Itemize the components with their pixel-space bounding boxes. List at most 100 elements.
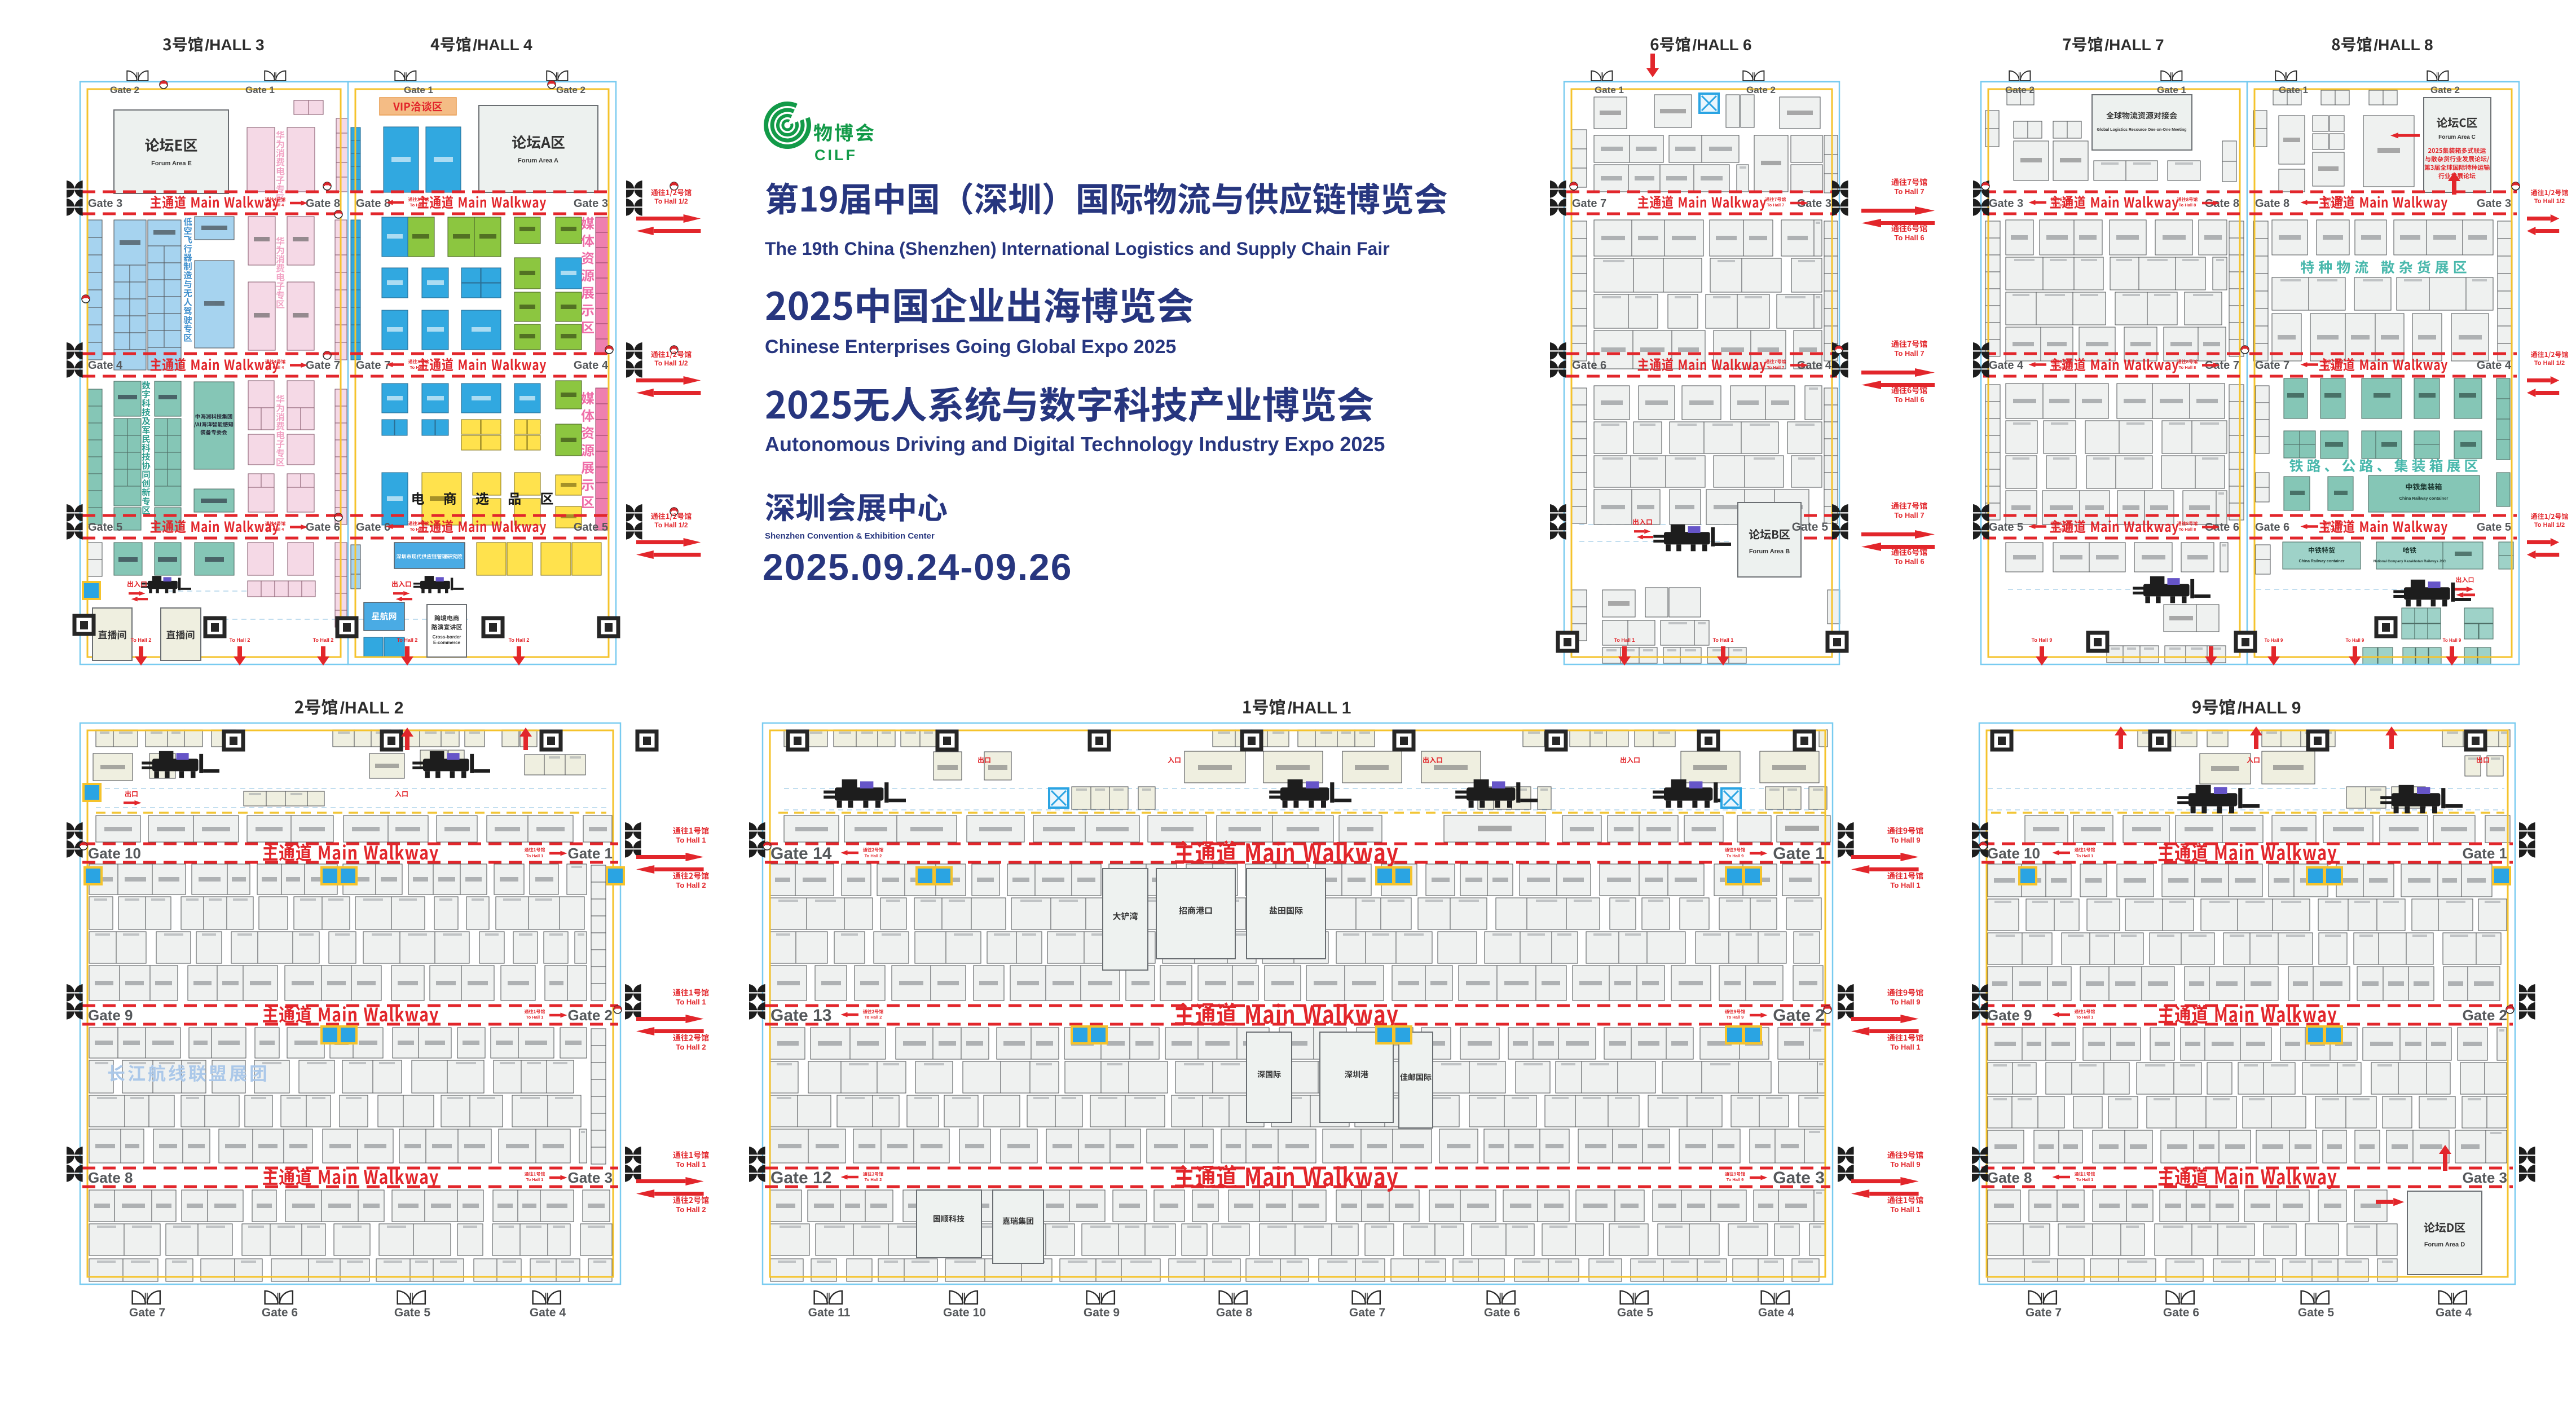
svg-text:Gate 4: Gate 4 xyxy=(1797,359,1832,372)
svg-text:Gate 4: Gate 4 xyxy=(1758,1306,1795,1319)
svg-text:To Hall 1: To Hall 1 xyxy=(676,998,706,1006)
svg-text:To Hall 7: To Hall 7 xyxy=(2324,527,2342,532)
svg-text:To Hall 6: To Hall 6 xyxy=(2053,202,2070,208)
svg-text:Gate 1: Gate 1 xyxy=(2463,845,2508,862)
svg-text:To Hall 1: To Hall 1 xyxy=(2076,853,2094,858)
svg-text:Gate 9: Gate 9 xyxy=(88,1007,133,1024)
svg-text:Gate 5: Gate 5 xyxy=(574,521,608,534)
svg-text:Gate 4: Gate 4 xyxy=(574,359,609,372)
svg-text:To Hall 9: To Hall 9 xyxy=(2032,637,2053,643)
svg-text:Gate 9: Gate 9 xyxy=(1987,1007,2032,1024)
svg-text:Gate 6: Gate 6 xyxy=(356,521,390,534)
svg-text:To Hall 1: To Hall 1 xyxy=(1890,1043,1920,1051)
svg-text:To Hall 2: To Hall 2 xyxy=(676,881,706,889)
svg-text:Gate 6: Gate 6 xyxy=(306,521,340,534)
svg-text:Forum Area E: Forum Area E xyxy=(151,160,192,167)
svg-text:To Hall 8: To Hall 8 xyxy=(2179,365,2196,370)
svg-text:Gate 6: Gate 6 xyxy=(2255,521,2289,534)
svg-text:To Hall 7: To Hall 7 xyxy=(1767,202,1785,208)
svg-text:To Hall 7: To Hall 7 xyxy=(2324,202,2342,208)
svg-text:Gate 5: Gate 5 xyxy=(2298,1306,2335,1319)
svg-text:To Hall 1: To Hall 1 xyxy=(1713,637,1734,643)
svg-text:To Hall 1/2: To Hall 1/2 xyxy=(2534,522,2565,528)
svg-text:To Hall 9: To Hall 9 xyxy=(1727,853,1744,858)
svg-text:To Hall 1/2: To Hall 1/2 xyxy=(2534,198,2565,205)
svg-text:Chinese Enterprises Going Glob: Chinese Enterprises Going Global Expo 20… xyxy=(765,336,1176,358)
svg-text:Gate 2: Gate 2 xyxy=(2463,1007,2508,1024)
svg-text:Gate 4: Gate 4 xyxy=(1989,359,2024,372)
svg-text:Gate 2: Gate 2 xyxy=(2005,85,2035,95)
svg-text:CILF: CILF xyxy=(814,147,857,164)
svg-text:To Hall 1: To Hall 1 xyxy=(526,853,544,858)
svg-text:To Hall 1: To Hall 1 xyxy=(676,836,706,844)
svg-text:E-commerce: E-commerce xyxy=(433,640,461,645)
svg-text:/HALL 6: /HALL 6 xyxy=(1692,36,1751,54)
svg-text:To Hall 7: To Hall 7 xyxy=(2324,365,2342,370)
svg-text:Cross-border: Cross-border xyxy=(433,634,461,640)
svg-text:To Hall 1/2: To Hall 1/2 xyxy=(654,359,688,367)
svg-text:Gate 13: Gate 13 xyxy=(770,1006,831,1025)
svg-text:Gate 1: Gate 1 xyxy=(245,85,275,95)
svg-text:Gate 3: Gate 3 xyxy=(1797,197,1831,210)
svg-text:To Hall 9: To Hall 9 xyxy=(2443,638,2461,643)
svg-text:Gate 2: Gate 2 xyxy=(568,1007,613,1024)
svg-text:China Railway container: China Railway container xyxy=(2299,559,2345,563)
svg-text:To Hall 4: To Hall 4 xyxy=(267,527,285,532)
svg-text:To Hall 3: To Hall 3 xyxy=(410,527,428,532)
svg-text:Gate 3: Gate 3 xyxy=(88,197,122,210)
svg-text:2025.09.24-09.26: 2025.09.24-09.26 xyxy=(763,546,1072,588)
svg-text:Gate 5: Gate 5 xyxy=(394,1306,431,1319)
svg-text:To Hall 7: To Hall 7 xyxy=(1767,365,1785,370)
svg-text:Gate 8: Gate 8 xyxy=(2255,197,2289,210)
svg-text:Gate 3: Gate 3 xyxy=(2477,197,2511,210)
svg-text:To Hall 1: To Hall 1 xyxy=(2076,1177,2094,1182)
svg-text:To Hall 1: To Hall 1 xyxy=(526,1177,544,1182)
svg-text:/HALL 9: /HALL 9 xyxy=(2238,699,2301,717)
svg-text:To Hall 1/2: To Hall 1/2 xyxy=(654,197,688,205)
svg-text:The 19th China (Shenzhen) Inte: The 19th China (Shenzhen) International … xyxy=(765,239,1390,259)
svg-text:Gate 4: Gate 4 xyxy=(2436,1306,2472,1319)
svg-text:To Hall 2: To Hall 2 xyxy=(676,1043,706,1051)
svg-text:Gate 10: Gate 10 xyxy=(943,1306,986,1319)
svg-text:Gate 7: Gate 7 xyxy=(2255,359,2289,372)
svg-text:Forum Area C: Forum Area C xyxy=(2438,134,2476,140)
svg-text:Gate 8: Gate 8 xyxy=(1216,1306,1253,1319)
svg-text:Gate 2: Gate 2 xyxy=(1746,85,1776,95)
svg-text:To Hall 1/2: To Hall 1/2 xyxy=(654,521,688,529)
svg-text:Gate 12: Gate 12 xyxy=(770,1169,831,1187)
svg-text:Gate 7: Gate 7 xyxy=(2205,359,2239,372)
svg-text:To Hall 2: To Hall 2 xyxy=(676,1205,706,1214)
svg-text:To Hall 2: To Hall 2 xyxy=(509,637,530,643)
svg-text:To Hall 6: To Hall 6 xyxy=(1894,395,1924,404)
svg-text:Gate 2: Gate 2 xyxy=(2430,85,2460,95)
svg-text:Gate 1: Gate 1 xyxy=(404,85,433,95)
svg-text:Gate 4: Gate 4 xyxy=(2477,359,2512,372)
svg-text:Gate 2: Gate 2 xyxy=(110,85,139,95)
svg-text:To Hall 9: To Hall 9 xyxy=(2265,638,2283,643)
svg-text:Gate 6: Gate 6 xyxy=(262,1306,298,1319)
svg-text:To Hall 1: To Hall 1 xyxy=(676,1160,706,1169)
svg-text:Gate 3: Gate 3 xyxy=(2463,1169,2508,1186)
svg-text:To Hall 9: To Hall 9 xyxy=(1890,998,1920,1006)
svg-text:Forum Area B: Forum Area B xyxy=(1749,548,1790,555)
svg-text:To Hall 9: To Hall 9 xyxy=(2346,638,2364,643)
svg-text:Gate 3: Gate 3 xyxy=(1773,1169,1825,1187)
svg-text:To Hall 6: To Hall 6 xyxy=(1894,557,1924,566)
svg-text:To Hall 2: To Hall 2 xyxy=(865,1015,882,1020)
svg-text:Autonomous Driving and Digital: Autonomous Driving and Digital Technolog… xyxy=(765,433,1385,456)
svg-text:/HALL 7: /HALL 7 xyxy=(2104,36,2164,54)
svg-text:Gate 2: Gate 2 xyxy=(556,85,585,95)
svg-text:Forum Area D: Forum Area D xyxy=(2424,1241,2465,1248)
svg-text:Gate 5: Gate 5 xyxy=(1617,1306,1654,1319)
svg-text:To Hall 1/2: To Hall 1/2 xyxy=(2534,360,2565,367)
svg-text:Gate 11: Gate 11 xyxy=(808,1306,851,1319)
svg-text:To Hall 8: To Hall 8 xyxy=(2179,527,2196,532)
svg-text:Gate 6: Gate 6 xyxy=(2205,521,2239,534)
svg-text:To Hall 4: To Hall 4 xyxy=(267,365,285,370)
svg-text:Gate 14: Gate 14 xyxy=(770,844,832,863)
svg-text:/HALL 1: /HALL 1 xyxy=(1288,699,1351,717)
svg-text:/HALL 3: /HALL 3 xyxy=(205,36,264,54)
svg-text:Gate 6: Gate 6 xyxy=(1572,359,1606,372)
svg-text:Gate 8: Gate 8 xyxy=(306,197,340,210)
svg-text:To Hall 3: To Hall 3 xyxy=(410,365,428,370)
